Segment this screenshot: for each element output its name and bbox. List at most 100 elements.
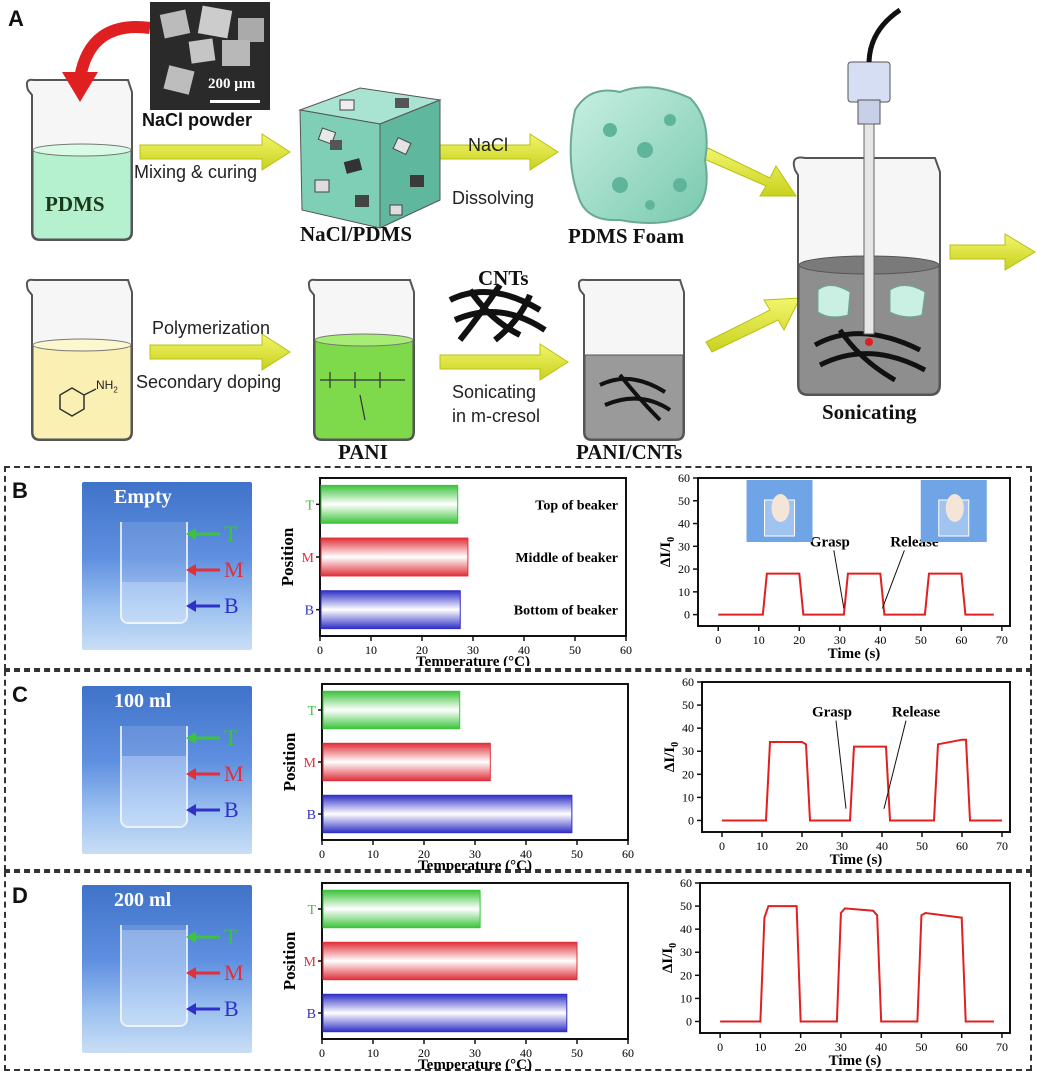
red-arrowhead-icon <box>62 72 98 102</box>
bar-x-tick-label: 10 <box>365 643 377 657</box>
line-x-axis-label: Time (s) <box>830 852 883 868</box>
line-y-axis-label-subscript: 0 <box>670 742 681 747</box>
bar-x-axis-label: Temperature (°C) <box>418 1057 532 1071</box>
position-label-b: B <box>224 996 239 1021</box>
bar-x-tick-label: 60 <box>620 643 632 657</box>
bar-y-axis-label: Position <box>278 527 297 586</box>
release-photo <box>920 480 987 542</box>
water-level <box>122 930 186 1025</box>
line-x-tick-label: 0 <box>717 1040 723 1054</box>
line-x-tick-label: 10 <box>753 633 765 647</box>
position-label-t: T <box>224 521 238 546</box>
bar-x-tick-label: 40 <box>520 847 532 861</box>
temperature-bar-m <box>322 941 578 981</box>
nacl-pdms-cube <box>298 87 442 229</box>
pdms-foam <box>569 86 708 224</box>
temperature-bar-b <box>322 993 568 1033</box>
nh2-subscript: 2 <box>113 385 118 395</box>
cnts-label: CNTs <box>478 266 529 290</box>
arrowhead-m-icon <box>186 564 196 576</box>
panel-label-d: D <box>12 883 28 908</box>
beaker-photo: Empty <box>82 482 252 650</box>
bar-x-tick-label: 0 <box>319 1046 325 1060</box>
nacl-pdms-label: NaCl/PDMS <box>300 222 412 246</box>
position-arrows: TMB <box>186 725 244 822</box>
arrowhead-b-icon <box>186 804 196 816</box>
line-y-tick-label: 20 <box>682 767 694 781</box>
bar-x-tick-label: 50 <box>571 1046 583 1060</box>
line-y-tick-label: 10 <box>678 585 690 599</box>
secondary-doping-label: Secondary doping <box>136 372 282 392</box>
line-x-tick-label: 60 <box>956 1040 968 1054</box>
bar-annotation: Middle of beaker <box>515 551 618 566</box>
line-x-tick-label: 60 <box>955 633 967 647</box>
pdms-label: PDMS <box>45 192 105 216</box>
line-x-tick-label: 20 <box>796 839 808 853</box>
bar-category-label: T <box>307 903 316 918</box>
grasp-annotation: Grasp <box>810 534 850 550</box>
line-y-tick-label: 20 <box>680 968 692 982</box>
pani-beaker <box>307 278 415 441</box>
line-y-axis-label-subscript: 0 <box>666 537 677 542</box>
arrowhead-m-icon <box>186 967 196 979</box>
bar-y-axis-label: Position <box>280 931 299 990</box>
cnts-illustration <box>448 283 547 343</box>
line-y-tick-label: 40 <box>678 517 690 531</box>
bar-category-label: B <box>305 604 314 619</box>
position-arrows: TMB <box>186 924 244 1021</box>
glass-beaker <box>120 925 188 1027</box>
process-arrows <box>139 133 1036 381</box>
line-y-tick-label: 0 <box>686 1014 692 1028</box>
polymerization-label: Polymerization <box>152 318 271 338</box>
bar-x-tick-label: 30 <box>469 1046 481 1060</box>
sem-scale-label: 200 μm <box>208 76 256 92</box>
line-x-tick-label: 40 <box>876 839 888 853</box>
nacl-dissolving-label-2: Dissolving <box>452 188 535 208</box>
line-x-tick-label: 70 <box>996 1040 1008 1054</box>
bar-x-tick-label: 20 <box>418 1046 430 1060</box>
line-y-tick-label: 10 <box>682 790 694 804</box>
line-x-tick-label: 0 <box>715 633 721 647</box>
photo-title: 200 ml <box>114 889 172 911</box>
line-y-tick-label: 50 <box>680 899 692 913</box>
line-y-tick-label: 0 <box>688 813 694 827</box>
water-level <box>122 756 186 826</box>
panel-a-diagram <box>25 2 1036 441</box>
arrowhead-t-icon <box>186 931 196 943</box>
line-x-tick-label: 50 <box>916 839 928 853</box>
sonicating-label: Sonicating <box>822 400 917 424</box>
bar-x-tick-label: 60 <box>622 847 634 861</box>
bar-category-label: M <box>304 955 317 970</box>
panel-b-box <box>4 466 1032 670</box>
position-label-t: T <box>224 924 238 949</box>
photo-title: Empty <box>114 486 172 508</box>
arrowhead-t-icon <box>186 528 196 540</box>
bar-x-tick-label: 0 <box>319 847 325 861</box>
release-annotation: Release <box>892 705 941 721</box>
line-y-tick-label: 30 <box>682 744 694 758</box>
line-y-tick-label: 0 <box>684 608 690 622</box>
line-x-tick-label: 60 <box>956 839 968 853</box>
nh2-text: NH <box>96 378 114 392</box>
sonicator-beaker <box>792 7 941 396</box>
glass-beaker <box>120 726 188 828</box>
line-x-tick-label: 0 <box>719 839 725 853</box>
aniline-beaker <box>25 278 133 441</box>
response-curve <box>718 572 994 616</box>
line-x-tick-label: 50 <box>915 633 927 647</box>
panel-label-b: B <box>12 478 28 503</box>
line-x-tick-label: 50 <box>915 1040 927 1054</box>
line-y-tick-label: 20 <box>678 562 690 576</box>
bar-x-tick-label: 20 <box>416 643 428 657</box>
line-x-tick-label: 30 <box>836 839 848 853</box>
line-x-tick-label: 30 <box>834 633 846 647</box>
nacl-powder-label: NaCl powder <box>142 110 253 130</box>
nacl-dissolving-label-1: NaCl <box>468 135 509 155</box>
line-y-tick-label: 30 <box>678 539 690 553</box>
